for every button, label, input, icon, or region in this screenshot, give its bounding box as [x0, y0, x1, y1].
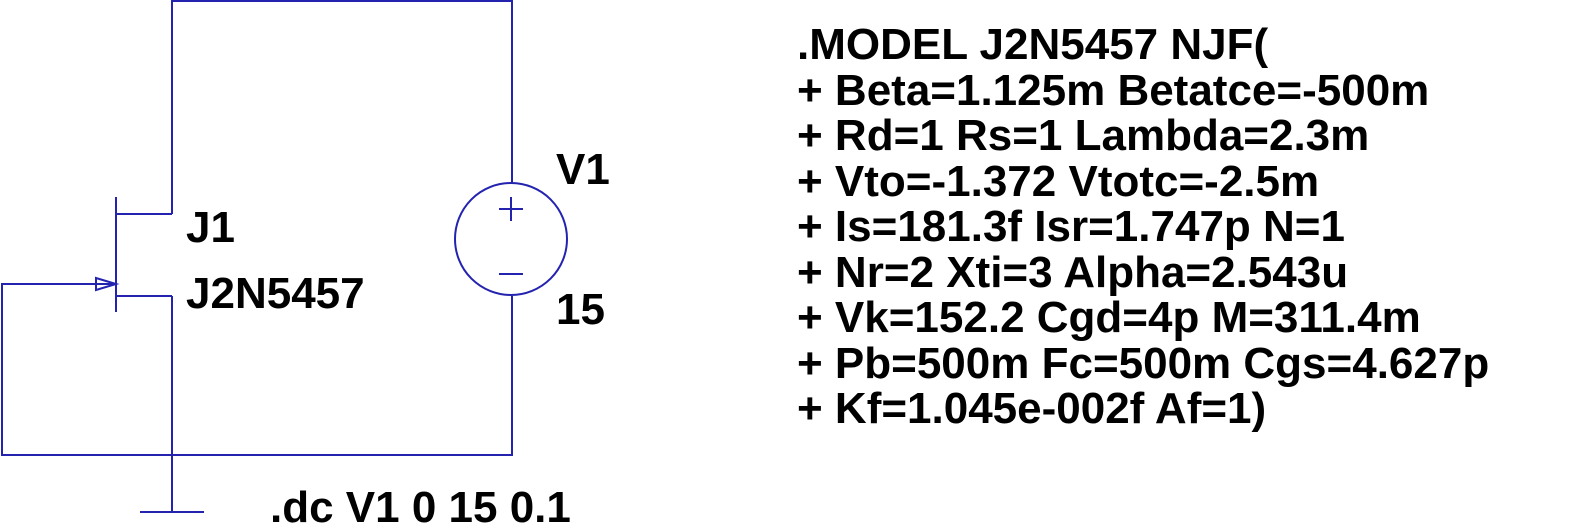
n-channel-jfet-symbol[interactable]: [95, 197, 172, 312]
model-line: .MODEL J2N5457 NJF(: [797, 20, 1269, 69]
source-designator[interactable]: V1: [556, 145, 610, 194]
model-line: + Is=181.3f Isr=1.747p N=1: [797, 202, 1345, 251]
voltage-source-symbol[interactable]: [454, 182, 568, 296]
jfet-gate-arrow: [95, 276, 120, 292]
model-directive[interactable]: .MODEL J2N5457 NJF( + Beta=1.125m Betatc…: [797, 22, 1489, 432]
jfet-model-name[interactable]: J2N5457: [186, 269, 365, 318]
model-line: + Rd=1 Rs=1 Lambda=2.3m: [797, 111, 1370, 160]
voltage-source-circle: [454, 182, 568, 296]
wire-source-bottom-to-ground[interactable]: [1, 283, 513, 456]
dc-sweep-directive[interactable]: .dc V1 0 15 0.1: [270, 483, 571, 532]
model-line: + Pb=500m Fc=500m Cgs=4.627p: [797, 338, 1490, 388]
model-line: + Beta=1.125m Betatce=-500m: [797, 65, 1430, 115]
source-value[interactable]: 15: [556, 285, 605, 334]
model-line: + Vto=-1.372 Vtotc=-2.5m: [797, 156, 1320, 206]
wire-drain-to-source-top[interactable]: [171, 0, 513, 214]
model-line: + Nr=2 Xti=3 Alpha=2.543u: [797, 247, 1349, 297]
jfet-designator[interactable]: J1: [186, 203, 235, 252]
model-line: + Kf=1.045e-002f Af=1): [797, 384, 1267, 433]
model-line: + Vk=152.2 Cgd=4p M=311.4m: [797, 293, 1421, 342]
